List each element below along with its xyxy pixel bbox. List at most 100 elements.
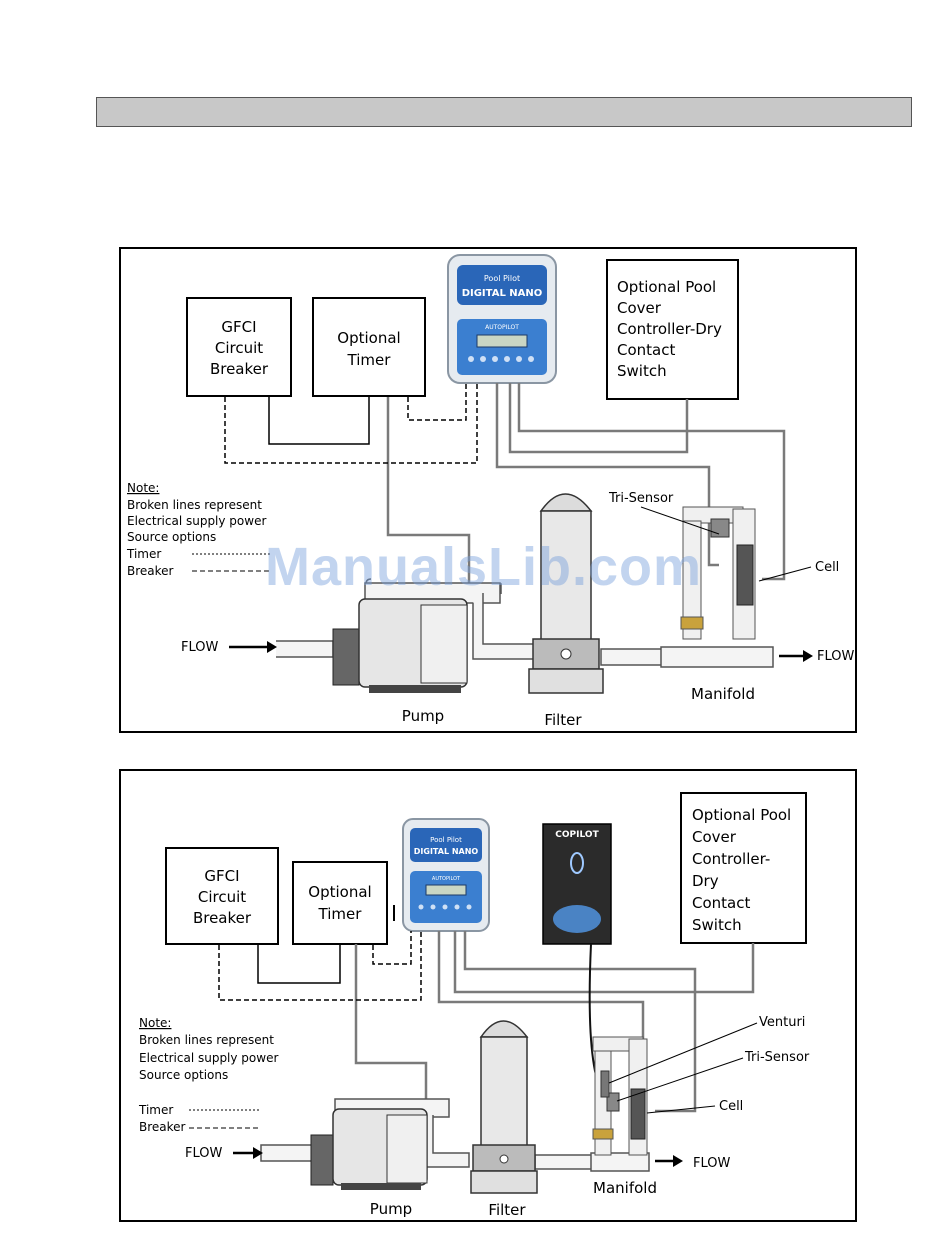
- dashed-breaker-supply: [224, 383, 478, 464]
- flow-out-label: FLOW: [693, 1156, 730, 1171]
- wire-controller-to-trisensor: [495, 383, 719, 567]
- filter: [528, 493, 604, 694]
- legend-timer-label: Timer: [138, 1103, 173, 1117]
- cell-label: Cell: [815, 560, 839, 575]
- pool-cover-switch-box: [606, 259, 739, 400]
- flow-in-label: FLOW: [181, 640, 218, 655]
- cell-unit: [630, 1088, 646, 1140]
- cover-label-1: Optional Pool: [692, 806, 791, 824]
- plumbing: [260, 1098, 650, 1172]
- copilot-unit: COPILOT: [542, 823, 612, 945]
- cover-label-5: Contact: [692, 894, 750, 912]
- tri-sensor-label: Tri-Sensor: [608, 491, 674, 506]
- wire-gfci-to-timer: [268, 397, 370, 445]
- wire-controller-to-cover: [453, 931, 755, 994]
- installation-diagram-timer: GFCI Circuit Breaker Optional Timer Opti…: [119, 247, 857, 733]
- copilot-label: COPILOT: [555, 830, 599, 840]
- cover-label-2: Cover: [692, 828, 737, 846]
- manifold-label: Manifold: [691, 685, 755, 703]
- timer-box: [312, 297, 426, 397]
- controller-sub: AUTOPILOT: [485, 324, 519, 331]
- timer-label-1: Optional: [308, 883, 371, 901]
- note-title: Note:: [127, 481, 159, 495]
- venturi-callout: [608, 1022, 758, 1084]
- filter: [470, 1020, 538, 1194]
- watermark-text: ManualsLib.com: [265, 537, 703, 597]
- manifold: [592, 1036, 648, 1156]
- timer-label-2: Timer: [347, 351, 392, 369]
- filter-label: Filter: [488, 1201, 526, 1219]
- tri-sensor-unit: [710, 518, 730, 538]
- gfci-box: [165, 847, 279, 945]
- controller-model: DIGITAL NANO: [414, 847, 479, 856]
- section-header-bar: [96, 97, 912, 127]
- controller-model: DIGITAL NANO: [462, 288, 543, 299]
- dashed-breaker-supply: [218, 931, 422, 1001]
- cover-label-3: Controller-: [692, 850, 770, 868]
- tri-sensor-unit: [606, 1092, 620, 1112]
- dashed-timer-supply: [407, 383, 467, 421]
- timer-label-1: Optional: [337, 329, 400, 347]
- digital-nano-controller: Pool Pilot DIGITAL NANO AUTOPILOT: [447, 254, 557, 384]
- installation-diagram-copilot: GFCI Circuit Breaker Optional Timer Opti…: [119, 769, 857, 1222]
- cell-label: Cell: [719, 1099, 743, 1114]
- gfci-label-3: Breaker: [210, 360, 269, 378]
- cover-label-6: Switch: [692, 916, 742, 934]
- cover-label-1: Optional Pool: [617, 278, 716, 296]
- wire-gfci-to-timer: [257, 945, 341, 984]
- pump: [310, 1108, 428, 1190]
- gfci-label-1: GFCI: [204, 867, 239, 885]
- wire-controller-to-cell: [517, 383, 786, 581]
- note-line-1: Broken lines represent: [139, 1033, 274, 1047]
- wire-controller-to-cover: [508, 383, 689, 454]
- cover-label-2: Cover: [617, 299, 662, 317]
- tri-sensor-label: Tri-Sensor: [744, 1050, 810, 1065]
- tri-sensor-callout: [616, 1057, 744, 1102]
- cover-label-5: Switch: [617, 362, 667, 380]
- timer-box: [292, 861, 388, 945]
- gfci-box: [186, 297, 292, 397]
- gfci-label-3: Breaker: [193, 909, 252, 927]
- note-line-2: Electrical supply power: [127, 514, 266, 528]
- gfci-label-2: Circuit: [215, 339, 263, 357]
- note-line-3: Source options: [139, 1068, 228, 1082]
- pump-label: Pump: [402, 707, 444, 725]
- pump-label: Pump: [370, 1200, 412, 1218]
- note-line-3: Source options: [127, 530, 216, 544]
- cover-label-4: Dry: [692, 872, 719, 890]
- manifold-label: Manifold: [593, 1179, 657, 1197]
- dashed-timer-supply: [372, 931, 412, 965]
- cover-label-4: Contact: [617, 341, 675, 359]
- digital-nano-controller: Pool Pilot DIGITAL NANO AUTOPILOT: [402, 818, 490, 932]
- controller-brand: Pool Pilot: [430, 836, 462, 844]
- wire-controller-to-trisensor: [437, 931, 645, 1103]
- pump: [332, 598, 468, 693]
- timer-label-2: Timer: [318, 905, 363, 923]
- wire-timer-to-pump: [386, 397, 471, 594]
- manifold: [680, 506, 756, 640]
- legend-breaker-label: Breaker: [139, 1120, 186, 1134]
- cover-label-3: Controller-Dry: [617, 320, 722, 338]
- legend-timer-label: Timer: [126, 547, 161, 561]
- controller-brand: Pool Pilot: [484, 274, 520, 283]
- note-line-2: Electrical supply power: [139, 1051, 278, 1065]
- venturi-unit: [600, 1070, 610, 1098]
- note-title: Note:: [139, 1016, 171, 1030]
- pool-cover-switch-box: [680, 792, 807, 944]
- cell-callout: [758, 566, 812, 582]
- plumbing: [276, 578, 774, 668]
- note-line-1: Broken lines represent: [127, 498, 262, 512]
- wire-timer-to-pump: [354, 944, 428, 1101]
- venturi-label: Venturi: [759, 1015, 805, 1030]
- cell-unit: [736, 544, 754, 606]
- gfci-label-1: GFCI: [221, 318, 256, 336]
- tri-sensor-callout: [640, 506, 720, 535]
- legend-breaker-label: Breaker: [127, 564, 174, 578]
- controller-sub: AUTOPILOT: [432, 876, 461, 882]
- filter-label: Filter: [544, 711, 582, 729]
- flow-out-label: FLOW: [817, 649, 854, 664]
- wire-controller-to-cell: [463, 931, 697, 1113]
- gfci-label-2: Circuit: [198, 888, 246, 906]
- cell-callout: [646, 1105, 716, 1114]
- flow-in-label: FLOW: [185, 1146, 222, 1161]
